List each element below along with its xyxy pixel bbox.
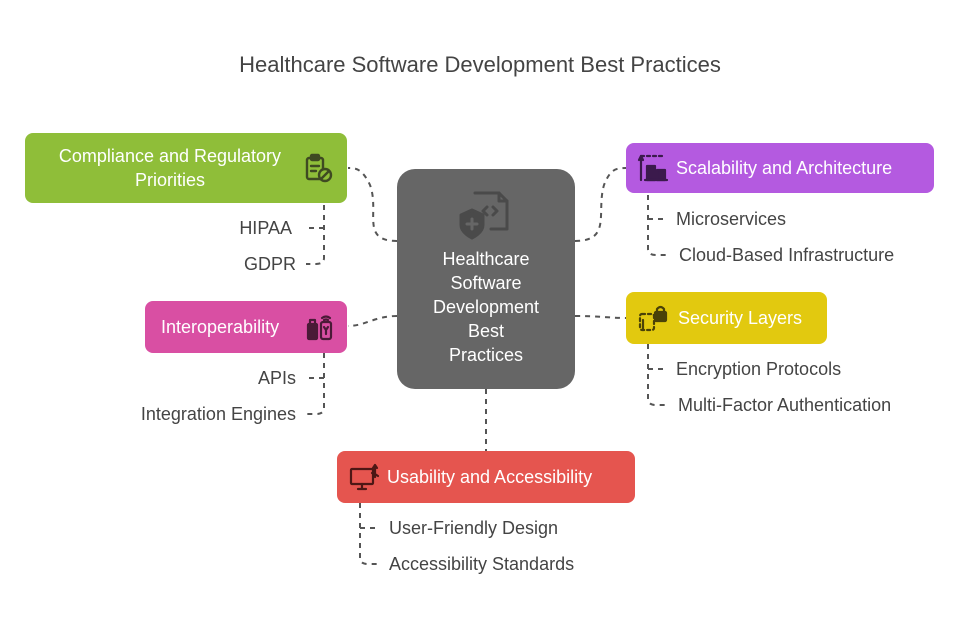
connector-scalability-items [647,195,666,256]
compliance-item: GDPR [243,254,296,274]
center-label: Healthcare Software Development Best Pra… [407,247,565,367]
branch-usability: Usability and Accessibility [337,451,635,503]
center-line: Healthcare [442,249,530,269]
clipboard-ban-icon [301,151,335,185]
branch-interoperability-label: Interoperability [161,317,280,337]
scalability-item: Cloud-Based Infrastructure [679,245,895,265]
connector-security [574,315,627,319]
connector-interop [347,315,398,327]
center-line: Best [467,321,505,341]
devices-sync-icon [303,310,337,344]
connector-scalability [574,167,627,242]
monitor-usb-icon [347,460,381,494]
connector-compliance [347,167,398,242]
center-node: Healthcare Software Development Best Pra… [397,169,575,389]
usability-item: User-Friendly Design [389,518,559,538]
diagram-title: Healthcare Software Development Best Pra… [239,52,721,77]
interoperability-item: APIs [257,368,296,388]
scalability-item: Microservices [676,209,787,229]
connector-security-items [647,344,666,406]
usability-item: Accessibility Standards [389,554,575,574]
center-line: Development [432,297,540,317]
branch-scalability-label: Scalability and Architecture [676,158,893,178]
branch-usability-label: Usability and Accessibility [387,467,593,487]
connector-interop-items [306,353,325,415]
connector-compliance-items [306,205,325,265]
code-shield-document-icon [457,189,513,246]
compliance-item: HIPAA [239,218,292,238]
buildings-scale-icon [636,151,670,185]
branch-compliance: Compliance and Regulatory Priorities [25,133,347,203]
branch-security-label: Security Layers [678,308,803,328]
security-item: Encryption Protocols [676,359,842,379]
lock-layers-icon [636,301,670,335]
connector-usability-items [359,503,378,565]
branch-interoperability: Interoperability [145,301,347,353]
center-line: Practices [448,345,524,365]
center-line: Software [450,273,522,293]
security-item: Multi-Factor Authentication [678,395,892,415]
interoperability-item: Integration Engines [140,404,296,424]
branch-security: Security Layers [626,292,827,344]
branch-scalability: Scalability and Architecture [626,143,934,193]
branch-compliance-label: Compliance and Regulatory Priorities [58,146,282,190]
